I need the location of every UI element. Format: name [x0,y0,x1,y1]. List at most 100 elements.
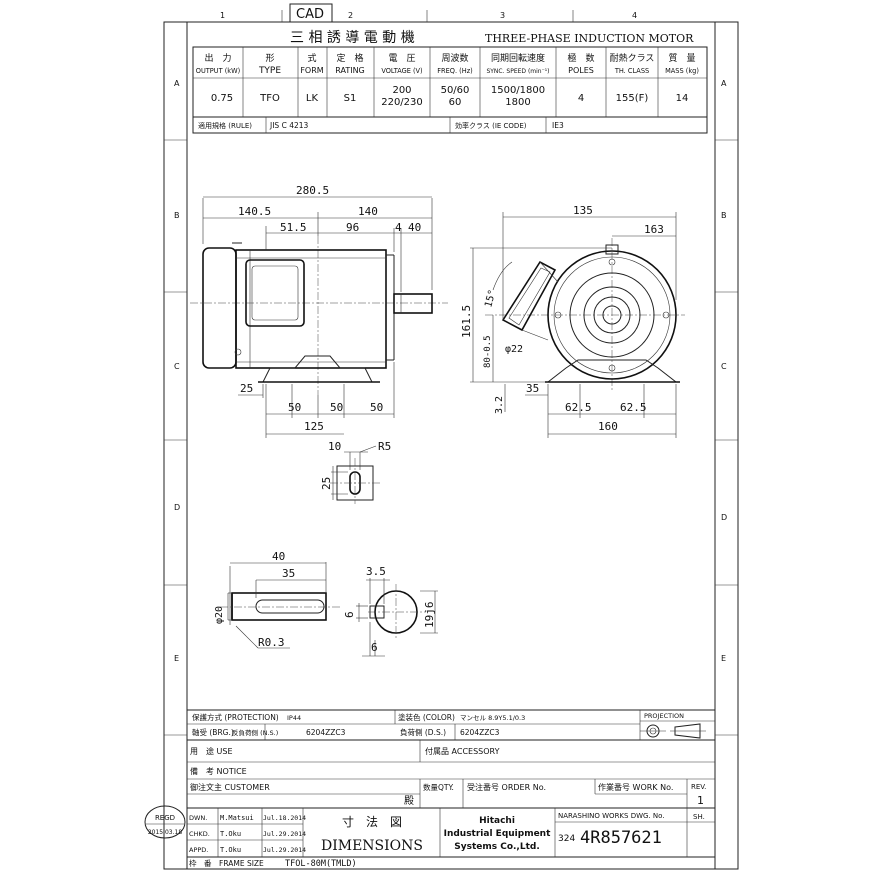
bearing-ds-value: 6204ZZC3 [460,728,500,737]
row-letter-c-left: C [174,362,180,371]
work-label: 作業番号 WORK No. [598,782,673,792]
ie-value: IE3 [552,121,564,130]
dim-62-5-b: 62.5 [620,401,647,414]
dim-6-width: 6 [343,611,356,618]
row-letter-b-left: B [174,211,180,220]
dim-140-5: 140.5 [238,205,271,218]
dwg-prefix: 324 [558,834,575,844]
row-letter-e-right: E [721,654,726,663]
protection-value: IP44 [287,714,301,722]
row-letter-b-right: B [721,211,727,220]
hdr-en-voltage: VOLTAGE (V) [381,67,422,75]
dwg-number: 4R857621 [580,828,662,848]
val-output: 0.75 [211,93,233,104]
hdr-en-sync: SYNC. SPEED (min⁻¹) [486,68,549,75]
dim-4: 4 [395,221,402,234]
dim-160: 160 [598,420,618,433]
row-letter-d-right: D [721,513,727,522]
val-type: TFO [259,93,280,104]
side-view-dim-labels: 280.5 140.5 140 51.5 96 4 40 25 50 50 50… [238,184,421,433]
value-line: 220/230 [381,97,423,108]
bearing-label: 軸受 (BRG.) [192,727,234,737]
company-line-3: Systems Co.,Ltd. [454,842,540,852]
dim-3-5: 3.5 [366,565,386,578]
honorific: 殿 [404,795,414,807]
hdr-en-freq: FREQ. (Hz) [437,67,473,75]
drawn-label: DWN. [189,814,207,822]
cad-box [289,3,333,23]
hdr-jp-freq: 周波数 [441,52,468,64]
title-block-text: 保護方式 (PROTECTION) IP44 塗装色 (COLOR) マンセル … [189,712,706,869]
cad-label: CAD [296,7,324,22]
approved-by: T.Oku [220,846,241,854]
dimensions-title-en: DIMENSIONS [321,838,423,854]
col-number-4: 4 [632,11,637,20]
hdr-en-output: OUTPUT (kW) [196,67,240,75]
dim-135: 135 [573,204,593,217]
rule-value: JIS C 4213 [269,121,309,130]
row-letter-d-left: D [174,503,180,512]
checked-date: Jul.29.2014 [263,830,306,838]
checked-by: T.Oku [220,830,241,838]
value-line: 200 [392,85,411,96]
hdr-jp-poles: 極 数 [567,52,594,64]
title-block-lines [187,709,715,858]
dwg-label: NARASHINO WORKS DWG. No. [558,812,665,820]
dim-125: 125 [304,420,324,433]
order-label: 受注番号 ORDER No. [467,782,546,792]
value-line: 60 [449,97,462,108]
motor-end-view [485,238,685,392]
regd-date: 2015.03.18 [148,829,183,836]
projection-symbol [640,723,706,739]
dim-96: 96 [346,221,359,234]
bearing-ds-label: 負荷側 (D.S.) [400,727,446,737]
value-line: 50/60 [441,85,470,96]
hdr-jp-voltage: 電 圧 [388,53,415,64]
title-jp: 三 相 誘 導 電 動 機 [290,30,415,46]
row-letter-a-right: A [721,79,727,88]
val-poles: 4 [578,93,584,104]
company-line-2: Industrial Equipment [444,829,551,839]
dim-161-5: 161.5 [460,305,473,338]
drawn-date: Jul.18.2014 [263,814,306,822]
hdr-en-mass: MASS (kg) [665,67,699,75]
col-number-1: 1 [220,11,225,20]
dim-40: 40 [408,221,421,234]
dim-6-depth: 6 [371,641,378,654]
keyway-section [356,578,438,657]
dim-phi-20: φ20 [214,606,225,624]
dim-10: 10 [328,440,341,453]
frame-label: 枠 番 FRAME SIZE [189,858,264,868]
dim-280-5: 280.5 [296,184,329,197]
dim-50-b: 50 [330,401,343,414]
hdr-en-class: TH. CLASS [614,67,649,75]
end-view-dimensions [470,212,677,438]
value-line: 1800 [505,97,530,108]
approved-date: Jul.29.2014 [263,846,306,854]
hdr-en-poles: POLES [568,66,594,75]
hdr-jp-output: 出 力 [204,52,231,64]
col-number-3: 3 [500,11,505,20]
accessory-label: 付属品 ACCESSORY [425,746,500,756]
dim-25-key: 25 [320,477,333,490]
dim-r5: R5 [378,440,391,453]
spec-table [192,46,708,134]
spec-headers: 出 力 形 式 定 格 電 圧 周波数 同期回転速度 極 数 耐熱クラス 質 量 [204,52,695,64]
row-letter-c-right: C [721,362,727,371]
dim-35-shaft: 35 [282,567,295,580]
notice-label: 備 考 NOTICE [190,766,247,776]
inner-border [186,21,716,870]
dim-35: 35 [526,382,539,395]
bearing-ns-label: 反負荷側 (N.S.) [232,728,278,737]
motor-side-view [190,236,448,395]
rev-label: REV. [691,783,706,791]
qty-label: 数量QTY. [423,782,454,792]
row-letter-a-left: A [174,79,180,88]
dim-80: 80-0.5 [483,335,493,368]
dim-15-deg: 15° [483,288,498,308]
dim-163: 163 [644,223,664,236]
